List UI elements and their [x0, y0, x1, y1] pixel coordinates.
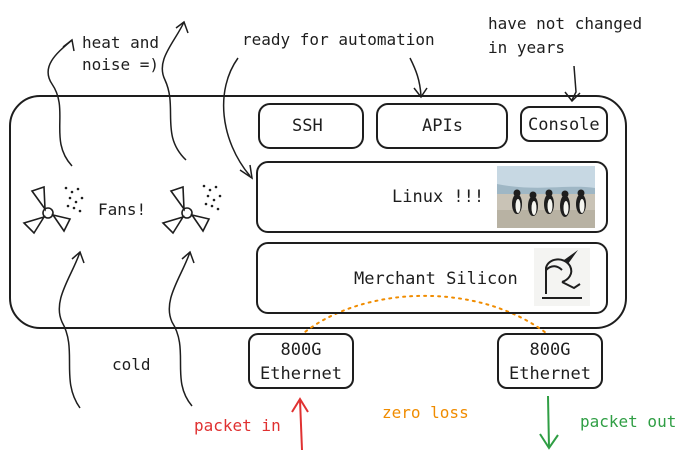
airflow-dots-icon [202, 184, 222, 211]
zero-loss-label: zero loss [382, 403, 469, 422]
cold-arrow-left [58, 250, 85, 409]
switch-chassis [9, 95, 627, 329]
unchanged-arrow-console [564, 65, 581, 103]
fan-icon [22, 185, 72, 235]
packet-in-arrow [291, 397, 309, 451]
airflow-dots-icon [64, 186, 84, 213]
fans-label: Fans! [98, 200, 147, 219]
ssh-label: SSH [292, 116, 323, 136]
heat-arrow-right [161, 20, 189, 161]
automation-arrow-linux [222, 57, 254, 180]
packet-out-label: packet out [580, 412, 677, 431]
port-left-label: 800G Ethernet [260, 340, 342, 384]
linux-label: Linux !!! [392, 187, 485, 207]
apis-box[interactable]: APIs [376, 103, 508, 149]
ready-automation-note: ready for automation [242, 30, 435, 49]
fan-icon [161, 185, 211, 235]
packet-in-label: packet in [194, 416, 281, 435]
merchant-silicon-box[interactable]: Merchant Silicon [256, 242, 608, 314]
cold-arrow-right [168, 250, 195, 407]
heat-arrow-left [47, 38, 75, 167]
merchant-silicon-label: Merchant Silicon [354, 269, 518, 289]
heat-noise-note: heat and noise =) [82, 33, 160, 74]
console-label: Console [528, 115, 600, 135]
linux-box[interactable]: Linux !!! [256, 161, 608, 233]
port-right[interactable]: 800G Ethernet [497, 333, 603, 389]
unchanged-note: have not changed in years [488, 14, 643, 57]
zero-loss-path [299, 294, 551, 337]
cold-label: cold [112, 355, 151, 374]
apis-label: APIs [422, 116, 463, 136]
port-left[interactable]: 800G Ethernet [248, 333, 354, 389]
automation-arrow-apis [409, 57, 428, 99]
penguins-image [497, 166, 595, 228]
packet-out-arrow [539, 395, 559, 450]
port-right-label: 800G Ethernet [509, 340, 591, 384]
console-box[interactable]: Console [520, 106, 608, 142]
ssh-box[interactable]: SSH [258, 103, 364, 149]
unicorn-logo-image [534, 248, 590, 306]
